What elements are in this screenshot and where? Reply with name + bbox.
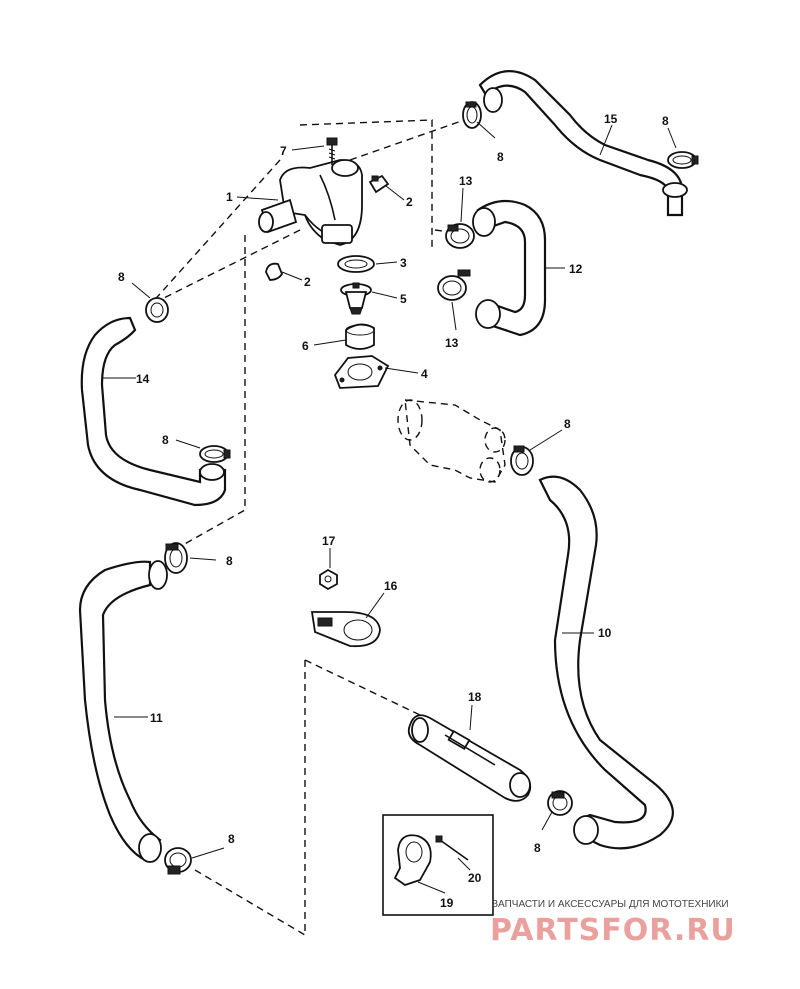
label-8-c: 8	[118, 270, 125, 284]
label-15: 15	[604, 112, 618, 126]
hose-11	[78, 560, 168, 863]
label-20: 20	[468, 871, 482, 885]
hose-10	[538, 475, 674, 850]
sleeve-6	[345, 323, 375, 350]
watermark-brand: PARTSFOR.RU	[490, 913, 736, 948]
nut-17	[319, 568, 338, 591]
label-5: 5	[400, 292, 407, 306]
label-7: 7	[280, 144, 287, 158]
label-6: 6	[302, 339, 309, 353]
gasket-3	[337, 255, 375, 273]
label-8-a: 8	[497, 150, 504, 164]
label-3: 3	[400, 256, 407, 270]
inset-clip-detail	[382, 814, 494, 916]
label-8-f: 8	[226, 554, 233, 568]
label-19: 19	[440, 896, 454, 910]
label-8-d: 8	[162, 433, 169, 447]
label-11: 11	[150, 711, 163, 725]
plug-lower	[265, 262, 284, 281]
label-8-e: 8	[564, 417, 571, 431]
clamp-hose-14-top	[145, 297, 169, 323]
leader-lines	[102, 121, 677, 894]
label-2-upper: 2	[406, 195, 413, 209]
tube-18	[407, 714, 532, 802]
label-16: 16	[384, 579, 398, 593]
clamp-hose-11-bottom	[164, 847, 192, 875]
label-8-b: 8	[662, 114, 669, 128]
label-8-g: 8	[534, 841, 541, 855]
clamp-13-lower	[437, 269, 471, 301]
label-1: 1	[226, 190, 233, 204]
label-12: 12	[569, 262, 583, 276]
clamp-hose-10-bottom	[547, 790, 573, 816]
watermark: ЗАПЧАСТИ И АКСЕССУАРЫ ДЛЯ МОТОТЕХНИКИ PA…	[490, 899, 736, 948]
label-10: 10	[598, 626, 612, 640]
label-13-lower: 13	[445, 336, 459, 350]
hose-14	[80, 316, 227, 507]
bracket-16	[310, 611, 381, 648]
clamp-top-hose-15-left	[462, 101, 482, 129]
hose-15	[478, 70, 688, 217]
clamp-hose-14-bottom	[199, 445, 231, 463]
pump-outline	[397, 399, 506, 483]
plug-upper	[368, 174, 390, 194]
clamps	[145, 101, 699, 875]
label-13-upper: 13	[459, 174, 473, 188]
thermostat-housing	[258, 159, 363, 246]
assembly-lines	[149, 117, 471, 936]
part-labels: 7 1 2 2 3 5 6 4 8 15 8 13 12 13 8 14 8 8…	[118, 112, 669, 910]
watermark-caption: ЗАПЧАСТИ И АКСЕССУАРЫ ДЛЯ МОТОТЕХНИКИ	[492, 899, 729, 910]
label-8-h: 8	[228, 832, 235, 846]
clamp-top-hose-15-right	[667, 151, 699, 169]
label-2-lower: 2	[304, 275, 311, 289]
bolt-7	[326, 137, 338, 165]
thermostat-5	[340, 282, 372, 315]
hose-12	[472, 199, 547, 337]
gasket-4	[333, 355, 390, 389]
clamp-hose-11-top	[164, 542, 188, 574]
label-4: 4	[421, 367, 428, 381]
label-18: 18	[468, 690, 482, 704]
clamp-hose-10-top	[510, 445, 534, 476]
label-17: 17	[322, 534, 336, 548]
label-14: 14	[136, 372, 150, 386]
clamp-13-upper	[445, 223, 475, 249]
